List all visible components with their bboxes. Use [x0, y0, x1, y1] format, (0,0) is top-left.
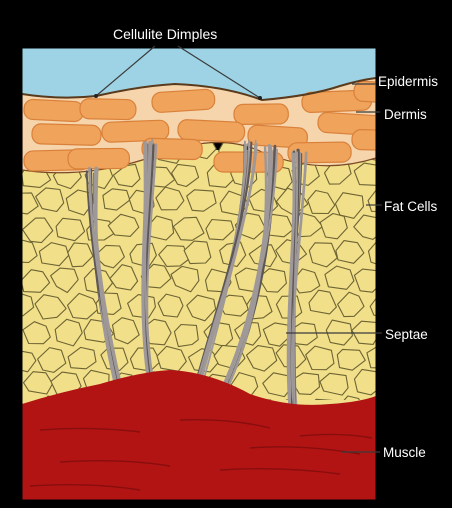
fat-cells-label: Fat Cells	[384, 199, 437, 215]
dermis-cell	[151, 89, 215, 113]
fat-cell	[383, 163, 413, 185]
dermis-cell	[80, 99, 136, 120]
fat-cell	[380, 371, 408, 396]
fat-cell	[355, 369, 383, 395]
fat-cell	[354, 269, 385, 292]
fat-cell	[382, 270, 411, 291]
fat-cell	[381, 213, 410, 237]
septae-label: Septae	[385, 327, 428, 343]
dermis-cell	[68, 148, 130, 169]
dermis-label: Dermis	[384, 107, 427, 123]
dermis-cell	[32, 124, 101, 146]
muscle-label: Muscle	[383, 445, 426, 461]
dimple-marker-right	[258, 96, 262, 100]
epidermis-label: Epidermis	[378, 74, 438, 90]
dermis-cell	[24, 99, 84, 122]
dimple-marker-left	[94, 94, 98, 98]
title-label: Cellulite Dimples	[113, 26, 217, 42]
dermis-cell	[234, 104, 289, 125]
dermis-cell	[352, 129, 417, 150]
